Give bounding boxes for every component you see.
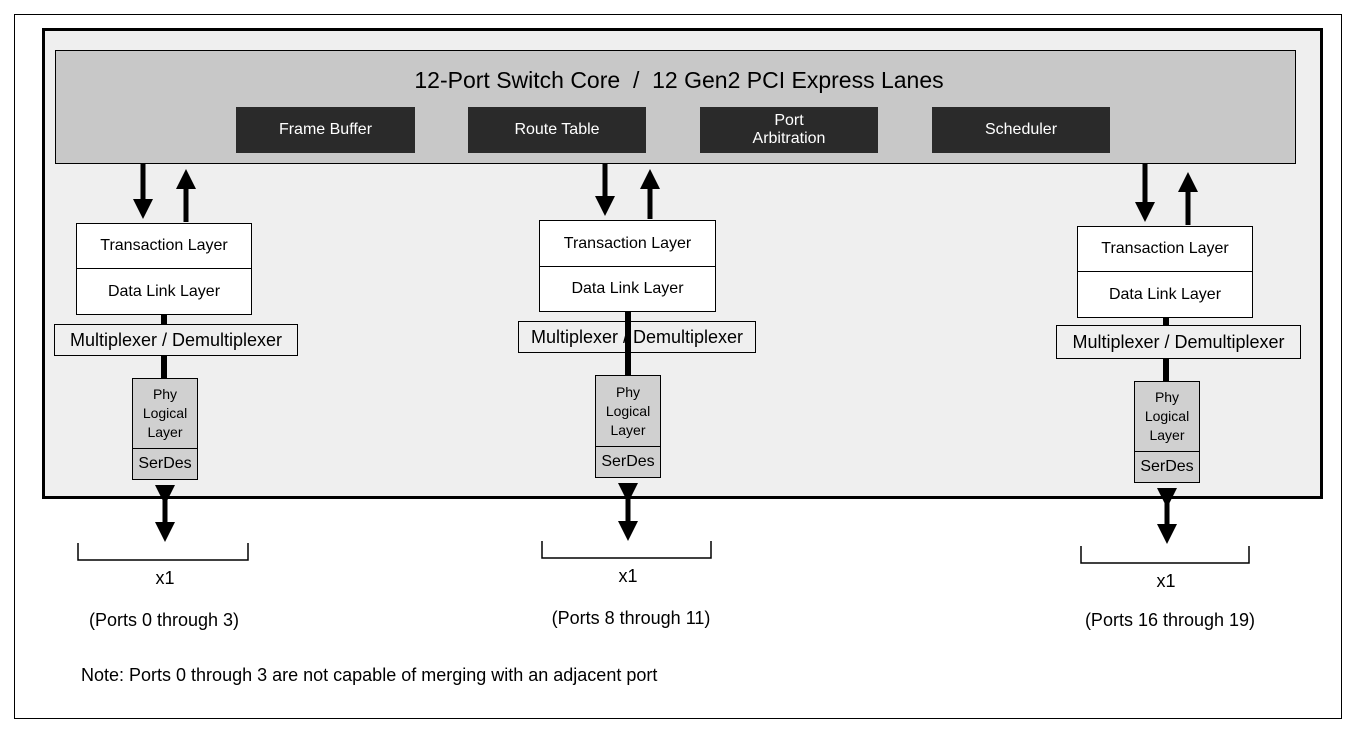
frame-buffer-block: Frame Buffer: [236, 107, 415, 153]
lane-width-label: x1: [155, 568, 175, 588]
phy-connector: [161, 355, 167, 379]
transaction-layer-box: Transaction Layer: [539, 220, 716, 267]
phy-connector: [1163, 358, 1169, 382]
lane-bracket: [541, 541, 712, 559]
figure-frame: [14, 14, 1342, 719]
serdes-box: SerDes: [132, 448, 198, 480]
phy-logical-layer-box: Phy Logical Layer: [1134, 381, 1200, 452]
phy-logical-layer-box: Phy Logical Layer: [595, 375, 661, 447]
scheduler-block: Scheduler: [932, 107, 1110, 153]
mux-demux-box: Multiplexer / Demultiplexer: [54, 324, 298, 356]
data-link-layer-box: Data Link Layer: [539, 266, 716, 312]
footnote: Note: Ports 0 through 3 are not capable …: [81, 665, 658, 685]
mux-demux-box: Multiplexer / Demultiplexer: [1056, 325, 1301, 359]
serdes-box: SerDes: [595, 446, 661, 478]
lane-width-label: x1: [618, 566, 638, 586]
mux-connector: [625, 311, 631, 353]
mux-connector: [1163, 317, 1169, 326]
transaction-layer-box: Transaction Layer: [1077, 226, 1253, 272]
serdes-box: SerDes: [1134, 451, 1200, 483]
transaction-layer-box: Transaction Layer: [76, 223, 252, 269]
port-range-label: (Ports 0 through 3): [88, 610, 240, 630]
phy-logical-layer-box: Phy Logical Layer: [132, 378, 198, 449]
mux-demux-box: Multiplexer / Demultiplexer: [518, 321, 756, 353]
lane-bracket: [1080, 546, 1250, 564]
port-range-label: (Ports 8 through 11): [551, 608, 711, 628]
port-range-label: (Ports 16 through 19): [1084, 610, 1256, 630]
data-link-layer-box: Data Link Layer: [76, 268, 252, 315]
switch-core-title: 12-Port Switch Core / 12 Gen2 PCI Expres…: [414, 67, 944, 93]
mux-connector: [161, 314, 167, 326]
lane-width-label: x1: [1156, 571, 1176, 591]
phy-connector: [625, 352, 631, 376]
port-arbitration-block: Port Arbitration: [700, 107, 878, 153]
route-table-block: Route Table: [468, 107, 646, 153]
lane-bracket: [77, 543, 249, 561]
